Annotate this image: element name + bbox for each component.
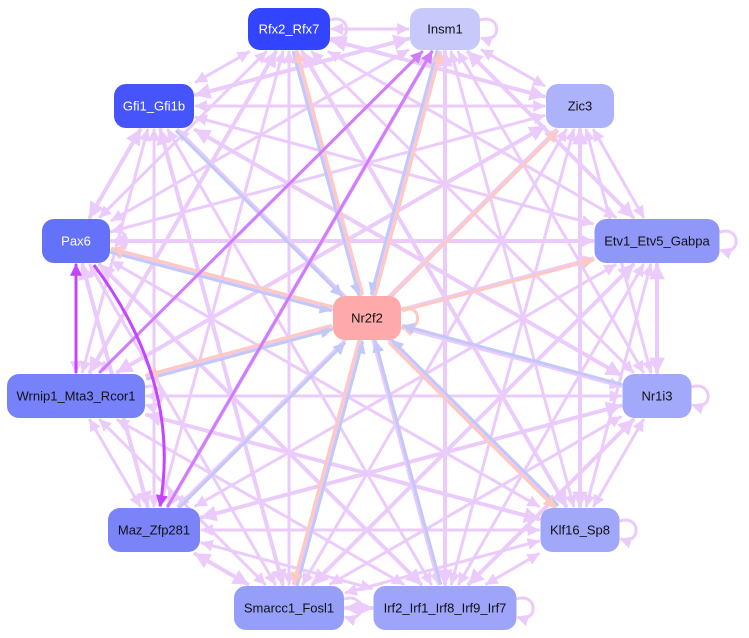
node-label: Rfx2_Rfx7 (259, 22, 320, 37)
node-rfx2_rfx7[interactable]: Rfx2_Rfx7 (248, 8, 330, 50)
edge-Nr2f2-Klf16_Sp8 (388, 341, 556, 509)
node-insm1[interactable]: Insm1 (410, 8, 480, 50)
edge-Insm1-Nr2f2 (368, 49, 439, 295)
node-label: Smarcc1_Fosl1 (244, 601, 334, 616)
node-box (108, 508, 200, 552)
node-label: Irf2_Irf1_Irf8_Irf9_Irf7 (384, 601, 507, 616)
edge-Irf2_Irf1_Irf8_Irf9_Irf7-Nr2f2 (372, 339, 442, 585)
self-loop-Klf16_Sp8 (619, 518, 638, 549)
self-loop-Irf2_Irf1_Irf8_Irf9_Irf7 (516, 596, 535, 627)
node-label: Pax6 (61, 234, 91, 249)
edge-Nr2f2-Insm1 (373, 51, 444, 297)
edge-Klf16_Sp8-Irf2_Irf1_Irf8_Irf9_Irf7 (485, 552, 540, 586)
self-loop-Smarcc1_Fosl1 (343, 596, 362, 627)
node-etv1_etv5_gabpa[interactable]: Etv1_Etv5_Gabpa (594, 219, 720, 263)
node-zic3[interactable]: Zic3 (546, 84, 614, 128)
node-box (373, 586, 517, 630)
node-irf2_irf1_irf8_irf9_irf7[interactable]: Irf2_Irf1_Irf8_Irf9_Irf7 (373, 586, 517, 630)
node-label: Insm1 (427, 22, 462, 37)
edge-Nr2f2-Etv1_Etv5_Gabpa (402, 257, 595, 312)
node-box (594, 219, 720, 263)
node-label: Zic3 (568, 99, 593, 114)
edge-Nr2f2-Zic3 (391, 129, 559, 297)
node-pax6[interactable]: Pax6 (42, 219, 110, 263)
node-label: Nr1i3 (641, 389, 672, 404)
node-klf16_sp8[interactable]: Klf16_Sp8 (540, 508, 620, 552)
node-label: Etv1_Etv5_Gabpa (604, 234, 710, 249)
node-label: Gfi1_Gfi1b (123, 99, 185, 114)
edge-Nr2f2-Pax6 (111, 245, 334, 309)
node-box (114, 84, 194, 128)
edge-Nr1i3-Nr2f2 (402, 322, 623, 386)
node-wrnip1_mta3_rcor1[interactable]: Wrnip1_Mta3_Rcor1 (7, 374, 145, 418)
edge-Etv1_Etv5_Gabpa-Maz_Zfp281 (194, 263, 617, 508)
edge-Nr2f2-Wrnip1_Mta3_Rcor1 (144, 324, 332, 379)
self-loop-Nr1i3 (691, 384, 710, 415)
node-nr2f2[interactable]: Nr2f2 (333, 296, 401, 340)
node-gfi1_gfi1b[interactable]: Gfi1_Gfi1b (114, 84, 194, 128)
node-box (42, 219, 110, 263)
edge-Zic3-Wrnip1_Mta3_Rcor1 (115, 124, 546, 374)
edge-Nr2f2-Rfx2_Rfx7 (294, 49, 364, 295)
node-label: Maz_Zfp281 (118, 523, 190, 538)
self-loop-Wrnip1_Mta3_Rcor1 (144, 384, 163, 415)
edge-Maz_Zfp281-Irf2_Irf1_Irf8_Irf9_Irf7 (200, 539, 373, 592)
node-nr1i3[interactable]: Nr1i3 (622, 374, 692, 418)
edge-Nr2f2-Smarcc1_Fosl1 (290, 339, 361, 585)
edge-Rfx2_Rfx7-Nr2f2 (291, 51, 362, 297)
node-label: Klf16_Sp8 (550, 523, 610, 538)
node-box (7, 374, 145, 418)
edge-Wrnip1_Mta3_Rcor1-Nr2f2 (146, 326, 334, 381)
node-box (333, 296, 401, 340)
edge-Klf16_Sp8-Nr2f2 (391, 339, 559, 507)
node-box (234, 586, 344, 630)
edge-Insm1-Zic3 (480, 48, 546, 87)
node-box (248, 8, 330, 50)
node-maz_zfp281[interactable]: Maz_Zfp281 (108, 508, 200, 552)
edge-Klf16_Sp8-Smarcc1_Fosl1 (344, 538, 540, 596)
node-label: Nr2f2 (351, 311, 383, 326)
node-box (622, 374, 692, 418)
node-smarcc1_fosl1[interactable]: Smarcc1_Fosl1 (234, 586, 344, 630)
edges-layer (70, 17, 738, 627)
node-box (410, 8, 480, 50)
edge-Maz_Zfp281-Insm1 (166, 50, 434, 508)
edge-Pax6-Nr2f2 (109, 250, 332, 314)
node-box (540, 508, 620, 552)
edge-Smarcc1_Fosl1-Nr2f2 (295, 341, 366, 587)
self-loop-Insm1 (479, 17, 498, 48)
edge-Maz_Zfp281-Nr2f2 (178, 341, 346, 509)
self-loop-Rfx2_Rfx7 (329, 17, 348, 48)
edge-Pax6-Maz_Zfp281 (92, 264, 168, 508)
edge-Wrnip1_Mta3_Rcor1-Insm1 (98, 50, 424, 374)
node-box (546, 84, 614, 128)
node-label: Wrnip1_Mta3_Rcor1 (17, 389, 136, 404)
self-loop-Etv1_Etv5_Gabpa (719, 229, 738, 260)
